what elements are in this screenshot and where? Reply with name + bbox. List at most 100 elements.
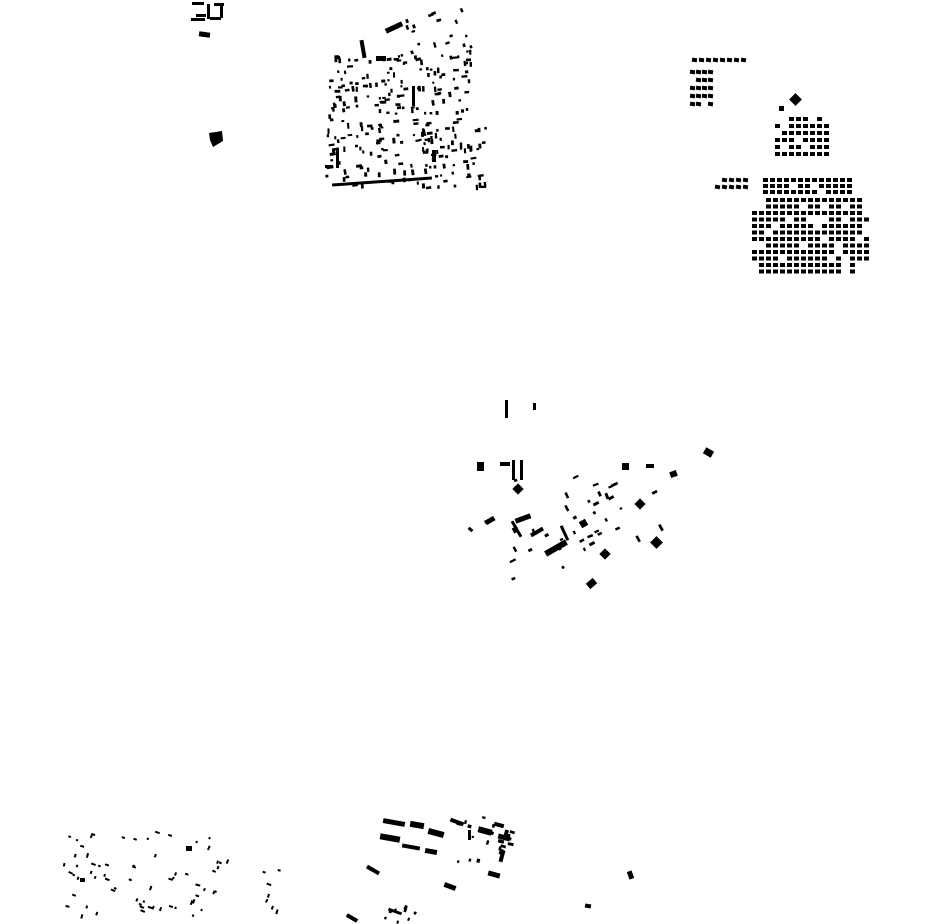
building <box>469 146 472 152</box>
building <box>475 184 479 191</box>
building <box>464 70 469 74</box>
building <box>442 98 446 104</box>
building <box>759 224 764 228</box>
building <box>427 828 445 838</box>
building <box>398 162 404 166</box>
building <box>626 870 635 880</box>
building <box>362 150 365 154</box>
building <box>506 833 511 839</box>
building <box>478 182 482 189</box>
building <box>587 533 594 539</box>
building <box>439 137 443 141</box>
building <box>97 864 101 868</box>
building <box>509 830 516 835</box>
building <box>850 211 855 215</box>
building <box>707 101 714 107</box>
building <box>394 112 398 115</box>
building <box>782 152 787 156</box>
building <box>331 148 336 155</box>
building <box>422 150 426 155</box>
building <box>154 830 161 835</box>
building <box>397 54 401 58</box>
building <box>275 909 279 915</box>
building <box>803 138 808 142</box>
building <box>705 57 712 63</box>
building <box>843 250 848 254</box>
building <box>172 876 175 880</box>
building <box>803 131 808 135</box>
building <box>470 156 477 160</box>
building <box>556 544 562 551</box>
building <box>402 62 406 65</box>
building <box>412 134 416 137</box>
building <box>513 478 518 483</box>
building <box>466 163 470 170</box>
building <box>829 263 834 267</box>
building <box>782 138 787 142</box>
building <box>780 217 785 222</box>
building <box>770 190 775 194</box>
building <box>91 832 96 837</box>
building <box>451 171 455 175</box>
building <box>801 263 806 267</box>
building <box>346 122 350 129</box>
building <box>450 140 454 146</box>
building <box>840 190 845 194</box>
building <box>468 49 472 53</box>
building <box>220 6 223 18</box>
building <box>808 237 813 241</box>
building <box>777 178 782 182</box>
building <box>836 263 841 267</box>
building <box>266 882 272 887</box>
building <box>375 82 378 87</box>
building <box>468 858 472 862</box>
building <box>330 159 334 162</box>
building <box>413 55 418 60</box>
building <box>587 499 591 504</box>
building <box>440 54 444 58</box>
building <box>794 250 799 254</box>
building <box>500 462 510 466</box>
building <box>351 85 355 92</box>
building <box>431 99 435 106</box>
building <box>509 558 517 564</box>
building <box>80 844 85 848</box>
building <box>342 108 346 113</box>
building <box>342 101 347 107</box>
building <box>766 211 771 215</box>
building <box>707 85 714 91</box>
building <box>829 243 834 248</box>
building <box>354 96 358 103</box>
building <box>436 67 440 74</box>
building <box>796 131 801 135</box>
building <box>572 530 577 535</box>
building <box>142 900 146 903</box>
building <box>451 126 455 133</box>
building <box>836 230 841 235</box>
building <box>766 243 771 248</box>
building <box>561 565 565 570</box>
building <box>803 124 808 128</box>
building <box>599 548 611 560</box>
building <box>843 237 848 241</box>
building <box>325 174 329 178</box>
building <box>401 843 421 851</box>
building <box>511 527 517 534</box>
building <box>432 150 436 162</box>
building <box>196 14 206 17</box>
building <box>360 126 364 132</box>
building <box>340 77 343 81</box>
building <box>796 152 801 156</box>
building <box>826 184 831 188</box>
building <box>840 178 845 182</box>
building <box>815 230 820 235</box>
building <box>266 893 271 898</box>
building <box>850 256 855 261</box>
building <box>378 123 382 127</box>
building <box>443 179 448 183</box>
building <box>784 178 789 182</box>
building <box>691 57 698 63</box>
building <box>752 217 757 222</box>
building <box>411 29 416 33</box>
building <box>346 65 354 68</box>
